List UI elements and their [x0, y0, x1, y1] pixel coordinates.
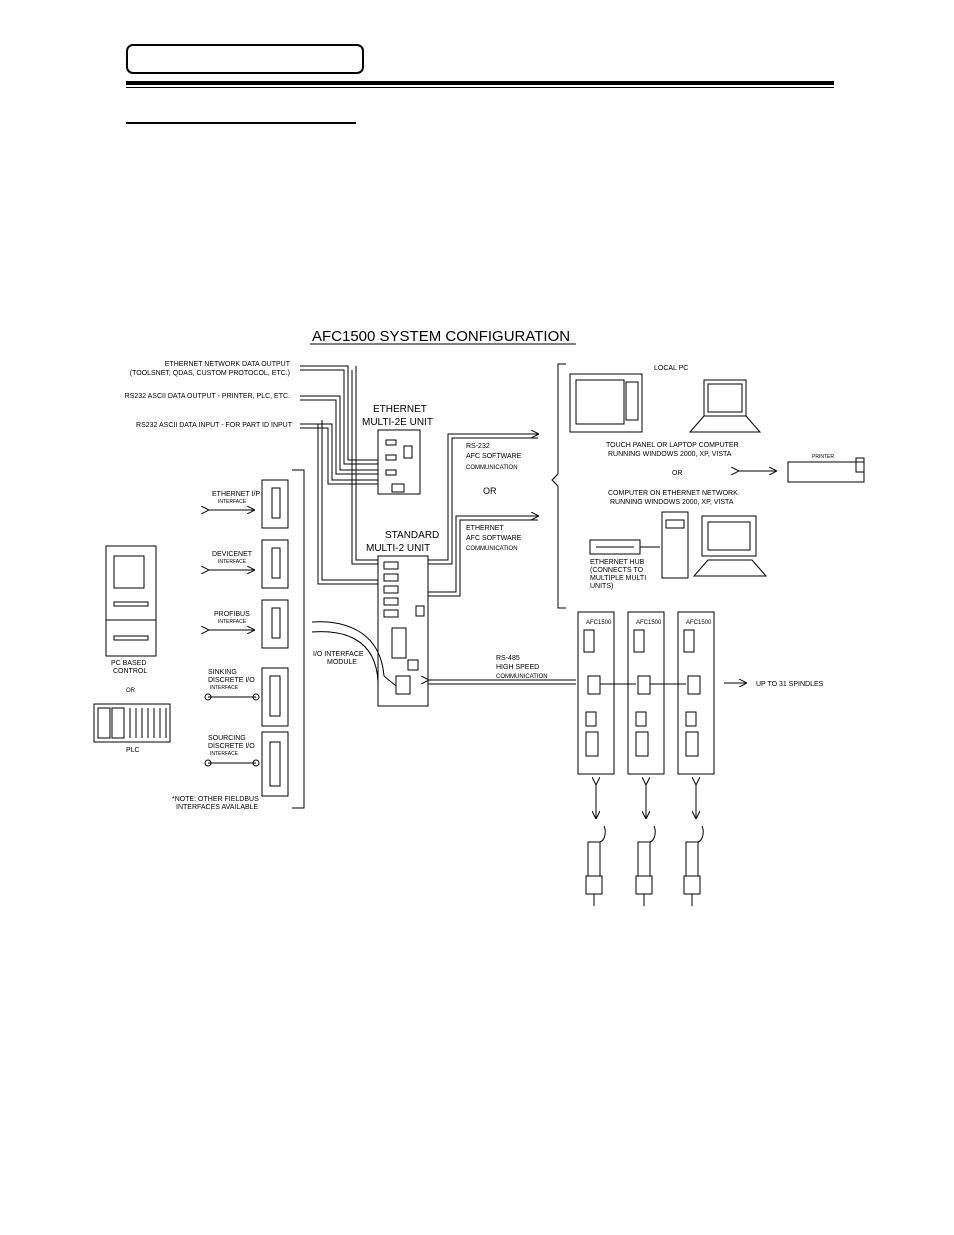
ethernet-comm-label-1: ETHERNET [466, 525, 504, 532]
sinking-label-1: SINKING [208, 669, 237, 676]
sinking-label-2: DISCRETE I/O [208, 677, 255, 684]
profibus-label: PROFIBUS [214, 611, 250, 618]
sourcing-label-2: DISCRETE I/O [208, 743, 255, 750]
up-to-spindles-label: UP TO 31 SPINDLES [756, 681, 824, 688]
io-interface-cable [311, 621, 397, 687]
plc-rack [93, 703, 171, 743]
devicenet-sublabel: INTERFACE [218, 559, 247, 565]
rs232-input-label: RS232 ASCII DATA INPUT - FOR PART ID INP… [136, 422, 293, 429]
ethernet-unit-label-1: ETHERNET [373, 404, 427, 415]
io-module-label-1: I/O INTERFACE [313, 651, 364, 658]
rs232-input-connector [300, 423, 378, 485]
laptop [688, 379, 762, 433]
tool-3 [683, 825, 704, 906]
section-heading-underline [126, 122, 356, 124]
ethernet-hub-label-3: MULTIPLE MULTI [590, 575, 646, 582]
local-pc-label: LOCAL PC [654, 365, 688, 372]
computer-network-label-2: RUNNING WINDOWS 2000, XP, VISTA [610, 499, 734, 506]
ethernet-output-connector [300, 365, 378, 465]
rs232-output-connector [300, 395, 378, 475]
rs232-output-label: RS232 ASCII DATA OUTPUT - PRINTER, PLC, … [125, 393, 290, 400]
rs232-comm-label-3: COMMUNICATION [466, 465, 518, 471]
sourcing-label-1: SOURCING [208, 735, 246, 742]
printer-label: PRINTER [812, 454, 834, 460]
rs232-comm-label-1: RS-232 [466, 443, 490, 450]
pc-control-label-2: CONTROL [113, 668, 147, 675]
standard-unit-label-2: MULTI-2 UNIT [366, 543, 430, 554]
plc-label: PLC [126, 747, 140, 754]
sinking-io-interface [204, 667, 289, 727]
ethernet-output-label-2: (TOOLSNET, QDAS, CUSTOM PROTOCOL, ETC.) [130, 370, 290, 377]
rs485-label-2: HIGH SPEED [496, 664, 539, 671]
sourcing-label-3: INTERFACE [210, 751, 239, 757]
printer [787, 457, 865, 483]
rs485-link [428, 680, 576, 685]
computer-network-label-1: COMPUTER ON ETHERNET NETWORK [608, 490, 738, 497]
servo-module-2 [627, 611, 665, 775]
ethernet-output-label-1: ETHERNET NETWORK DATA OUTPUT [165, 361, 291, 368]
rs232-link [428, 434, 538, 565]
devicenet-label: DEVICENET [212, 551, 253, 558]
rs485-label-1: RS-485 [496, 655, 520, 662]
pc-bracket [551, 363, 566, 609]
pc-based-control [105, 545, 157, 657]
ethernet-ip-interface [208, 479, 289, 529]
ethernet-link [428, 516, 538, 597]
devicenet-interface [208, 539, 289, 589]
diagram-title: AFC1500 SYSTEM CONFIGURATION [312, 328, 570, 345]
rs485-label-3: COMMUNICATION [496, 674, 548, 680]
servo-1-label: AFC1500 [586, 620, 612, 626]
servo-module-1 [577, 611, 615, 775]
output-to-standard-connector [317, 366, 378, 585]
fieldbus-note-2: INTERFACES AVAILABLE [176, 804, 259, 811]
ethernet-comm-label-3: COMMUNICATION [466, 546, 518, 552]
ethernet-ip-label: ETHERNET I/P [212, 491, 260, 498]
ethernet-hub [589, 539, 660, 555]
fieldbus-note-1: *NOTE: OTHER FIELDBUS [172, 796, 259, 803]
rs232-comm-label-2: AFC SOFTWARE [466, 453, 522, 460]
standard-multi-2-unit [377, 555, 429, 707]
touch-panel [569, 373, 643, 433]
pc-or-label-2: OR [672, 470, 683, 477]
comm-or-label: OR [483, 486, 497, 496]
servo-3-label: AFC1500 [686, 620, 712, 626]
ethernet-multi-2e-unit [377, 429, 421, 495]
standard-unit-label-1: STANDARD [385, 530, 439, 541]
interface-bracket [292, 469, 305, 809]
header-rule-thick [126, 81, 834, 85]
tool-1 [585, 825, 606, 906]
sinking-label-3: INTERFACE [210, 685, 239, 691]
header-rule-thin [126, 87, 834, 88]
ethernet-ip-sublabel: INTERFACE [218, 499, 247, 505]
servo-2-label: AFC1500 [636, 620, 662, 626]
io-module-label-2: MODULE [327, 659, 357, 666]
pc-control-label-1: PC BASED [111, 660, 146, 667]
ethernet-hub-label-4: UNITS) [590, 583, 613, 590]
ethernet-comm-label-2: AFC SOFTWARE [466, 535, 522, 542]
touch-panel-label-1: TOUCH PANEL OR LAPTOP COMPUTER [606, 442, 739, 449]
header-box [126, 44, 364, 74]
ethernet-hub-label-2: (CONNECTS TO [590, 567, 644, 574]
ethernet-unit-label-2: MULTI-2E UNIT [362, 417, 433, 428]
profibus-sublabel: INTERFACE [218, 619, 247, 625]
servo-module-3 [677, 611, 715, 775]
desktop-computer [661, 511, 768, 579]
sourcing-io-interface [204, 731, 289, 797]
pc-or-label: OR [126, 688, 136, 694]
profibus-interface [208, 599, 289, 649]
touch-panel-label-2: RUNNING WINDOWS 2000, XP, VISTA [608, 451, 732, 458]
tool-2 [635, 825, 656, 906]
ethernet-hub-label-1: ETHERNET HUB [590, 559, 645, 566]
